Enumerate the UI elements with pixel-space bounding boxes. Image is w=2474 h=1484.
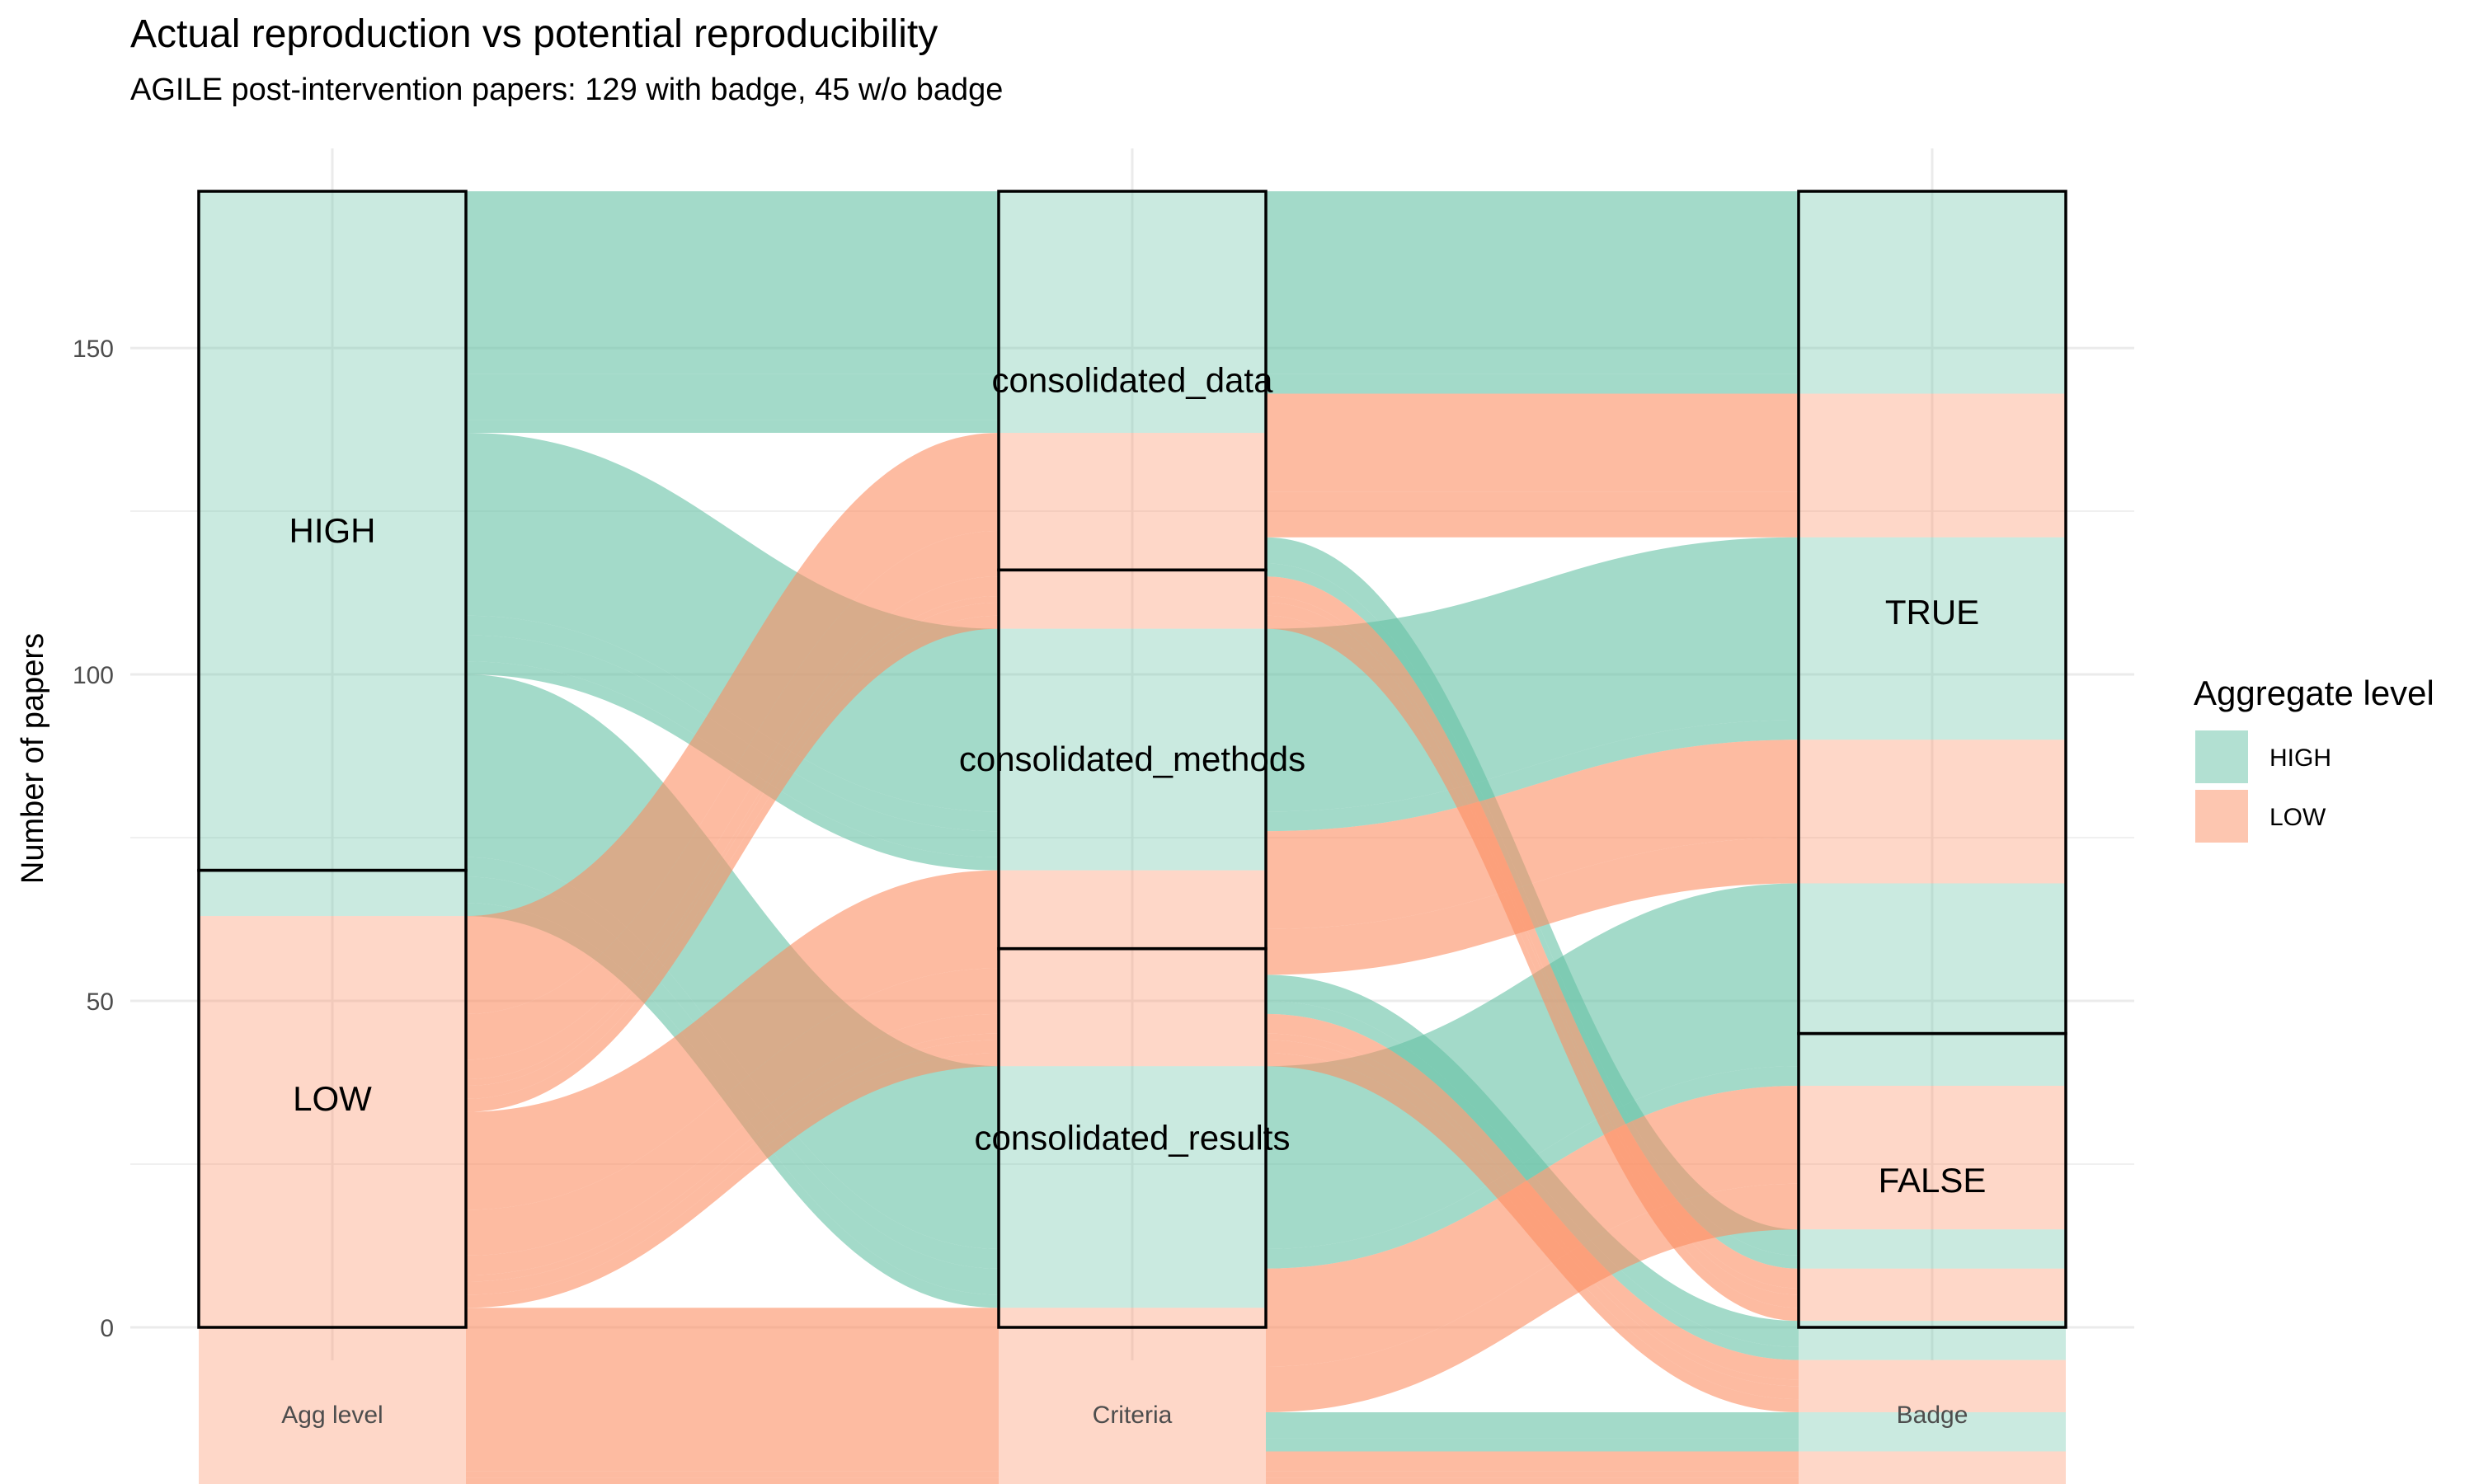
flow-ribbon-criteria-badge — [1266, 1033, 1799, 1387]
stratum-fill — [1799, 393, 2066, 538]
stratum-box — [197, 868, 468, 1329]
stratum-label: consolidated_methods — [959, 740, 1305, 778]
legend: Aggregate level HIGH LOW — [2194, 674, 2434, 843]
y-tick-label: 100 — [73, 662, 114, 689]
chart-title: Actual reproduction vs potential reprodu… — [130, 12, 938, 56]
flow-layer — [466, 191, 1799, 1484]
flow-ribbon-agg-criteria — [466, 870, 999, 1210]
y-tick-label: 150 — [73, 336, 114, 363]
legend-title: Aggregate level — [2194, 674, 2434, 712]
flow-ribbon-criteria-badge — [1266, 883, 1799, 1249]
label-layer: HIGH LOW consolidated_data consolidated_met… — [289, 361, 1987, 1200]
stratum-label: HIGH — [289, 511, 376, 550]
flow-ribbon-agg-criteria — [466, 674, 999, 1249]
stratum-fill — [1799, 191, 2066, 394]
stratum-fill — [1799, 1268, 2066, 1322]
flow-ribbon-criteria-badge — [1266, 1471, 1799, 1478]
flow-ribbon-criteria-badge — [1266, 602, 1799, 1308]
flow-ribbon-agg-criteria — [466, 968, 999, 1256]
flow-ribbon-agg-criteria — [466, 393, 999, 420]
axis-layer: Number of papers Agg level Criteria Badge 0… — [16, 336, 1968, 1429]
flow-ribbon-agg-criteria — [466, 615, 999, 1112]
legend-swatch — [2195, 790, 2248, 843]
stratum-box — [1797, 1031, 2067, 1329]
flow-ribbon-agg-criteria — [466, 373, 999, 394]
flow-ribbon-criteria-badge — [1266, 491, 1799, 538]
flow-ribbon-criteria-badge — [1266, 537, 1799, 812]
flow-ribbon-agg-criteria — [466, 1053, 999, 1308]
flow-ribbon-agg-criteria — [466, 433, 999, 1014]
stratum-fill — [1799, 1229, 2066, 1269]
stratum-fill — [1799, 537, 2066, 740]
stratum-layer — [197, 190, 2067, 1484]
stratum-fill — [199, 916, 466, 1484]
flow-ribbon-agg-criteria — [466, 191, 999, 374]
stratum-fill — [999, 191, 1266, 434]
stratum-fill — [1799, 1085, 2066, 1230]
flow-ribbon-criteria-badge — [1266, 373, 1799, 394]
stratum-label: LOW — [293, 1079, 372, 1118]
flow-ribbon-agg-criteria — [466, 1308, 999, 1407]
chart-subtitle: AGILE post-intervention papers: 129 with… — [130, 73, 1004, 107]
flow-ribbon-agg-criteria — [466, 1406, 999, 1452]
x-tick-label: Agg level — [281, 1402, 383, 1429]
flow-ribbon-criteria-badge — [1266, 576, 1799, 1289]
flow-ribbon-criteria-badge — [1266, 838, 1799, 975]
stratum-label: TRUE — [1885, 593, 1979, 632]
stratum-fill — [1799, 1411, 2066, 1452]
y-tick-label: 0 — [100, 1315, 114, 1342]
stratum-fill — [1799, 883, 2066, 1086]
stratum-fill — [999, 1066, 1266, 1308]
stratum-fill — [1799, 1360, 2066, 1412]
flow-ribbon-agg-criteria — [466, 1040, 999, 1295]
stratum-fill — [999, 433, 1266, 629]
flow-ribbon-agg-criteria — [466, 1013, 999, 1275]
flow-ribbon-criteria-badge — [1266, 1477, 1799, 1484]
flow-ribbon-criteria-badge — [1266, 1053, 1799, 1412]
legend-label: LOW — [2269, 804, 2326, 831]
flow-ribbon-agg-criteria — [466, 1033, 999, 1282]
flow-ribbon-criteria-badge — [1266, 1438, 1799, 1452]
flow-ribbon-criteria-badge — [1266, 596, 1799, 1295]
flow-ribbon-criteria-badge — [1266, 393, 1799, 492]
flow-ribbon-criteria-badge — [1266, 1013, 1799, 1380]
stratum-fill — [1799, 1451, 2066, 1484]
legend-label: HIGH — [2269, 744, 2331, 772]
stratum-fill — [199, 191, 466, 917]
flow-ribbon-agg-criteria — [466, 602, 999, 1099]
stratum-fill — [999, 1308, 1266, 1484]
flow-ribbon-agg-criteria — [466, 530, 999, 1060]
x-tick-label: Badge — [1897, 1402, 1968, 1429]
flow-ribbon-criteria-badge — [1266, 1183, 1799, 1412]
flow-ribbon-agg-criteria — [466, 596, 999, 1086]
y-axis-title: Number of papers — [16, 633, 50, 884]
x-tick-label: Criteria — [1093, 1402, 1173, 1429]
legend-swatch — [2195, 730, 2248, 783]
stratum-fill — [999, 870, 1266, 1067]
flow-ribbon-criteria-badge — [1266, 1411, 1799, 1439]
flow-ribbon-agg-criteria — [466, 433, 999, 812]
stratum-label: consolidated_results — [975, 1118, 1291, 1157]
flow-ribbon-criteria-badge — [1266, 615, 1799, 1322]
flow-ribbon-agg-criteria — [466, 576, 999, 1080]
flow-ribbon-criteria-badge — [1266, 1451, 1799, 1472]
stratum-box — [997, 946, 1268, 1329]
flow-ribbon-agg-criteria — [466, 1471, 999, 1478]
flow-ribbon-criteria-badge — [1266, 1040, 1799, 1400]
stratum-fill — [1799, 740, 2066, 884]
flow-ribbon-criteria-badge — [1266, 740, 1799, 929]
flow-ribbon-criteria-badge — [1266, 191, 1799, 374]
flow-ribbon-criteria-badge — [1266, 974, 1799, 1347]
flow-ribbon-agg-criteria — [466, 1451, 999, 1472]
flow-ribbon-agg-criteria — [466, 1477, 999, 1484]
stratum-label: consolidated_data — [992, 361, 1274, 400]
stratum-fill — [999, 628, 1266, 871]
flow-ribbon-criteria-badge — [1266, 720, 1799, 832]
y-tick-label: 50 — [87, 989, 114, 1016]
flow-ribbon-agg-criteria — [466, 420, 999, 434]
stratum-label: FALSE — [1879, 1161, 1987, 1200]
